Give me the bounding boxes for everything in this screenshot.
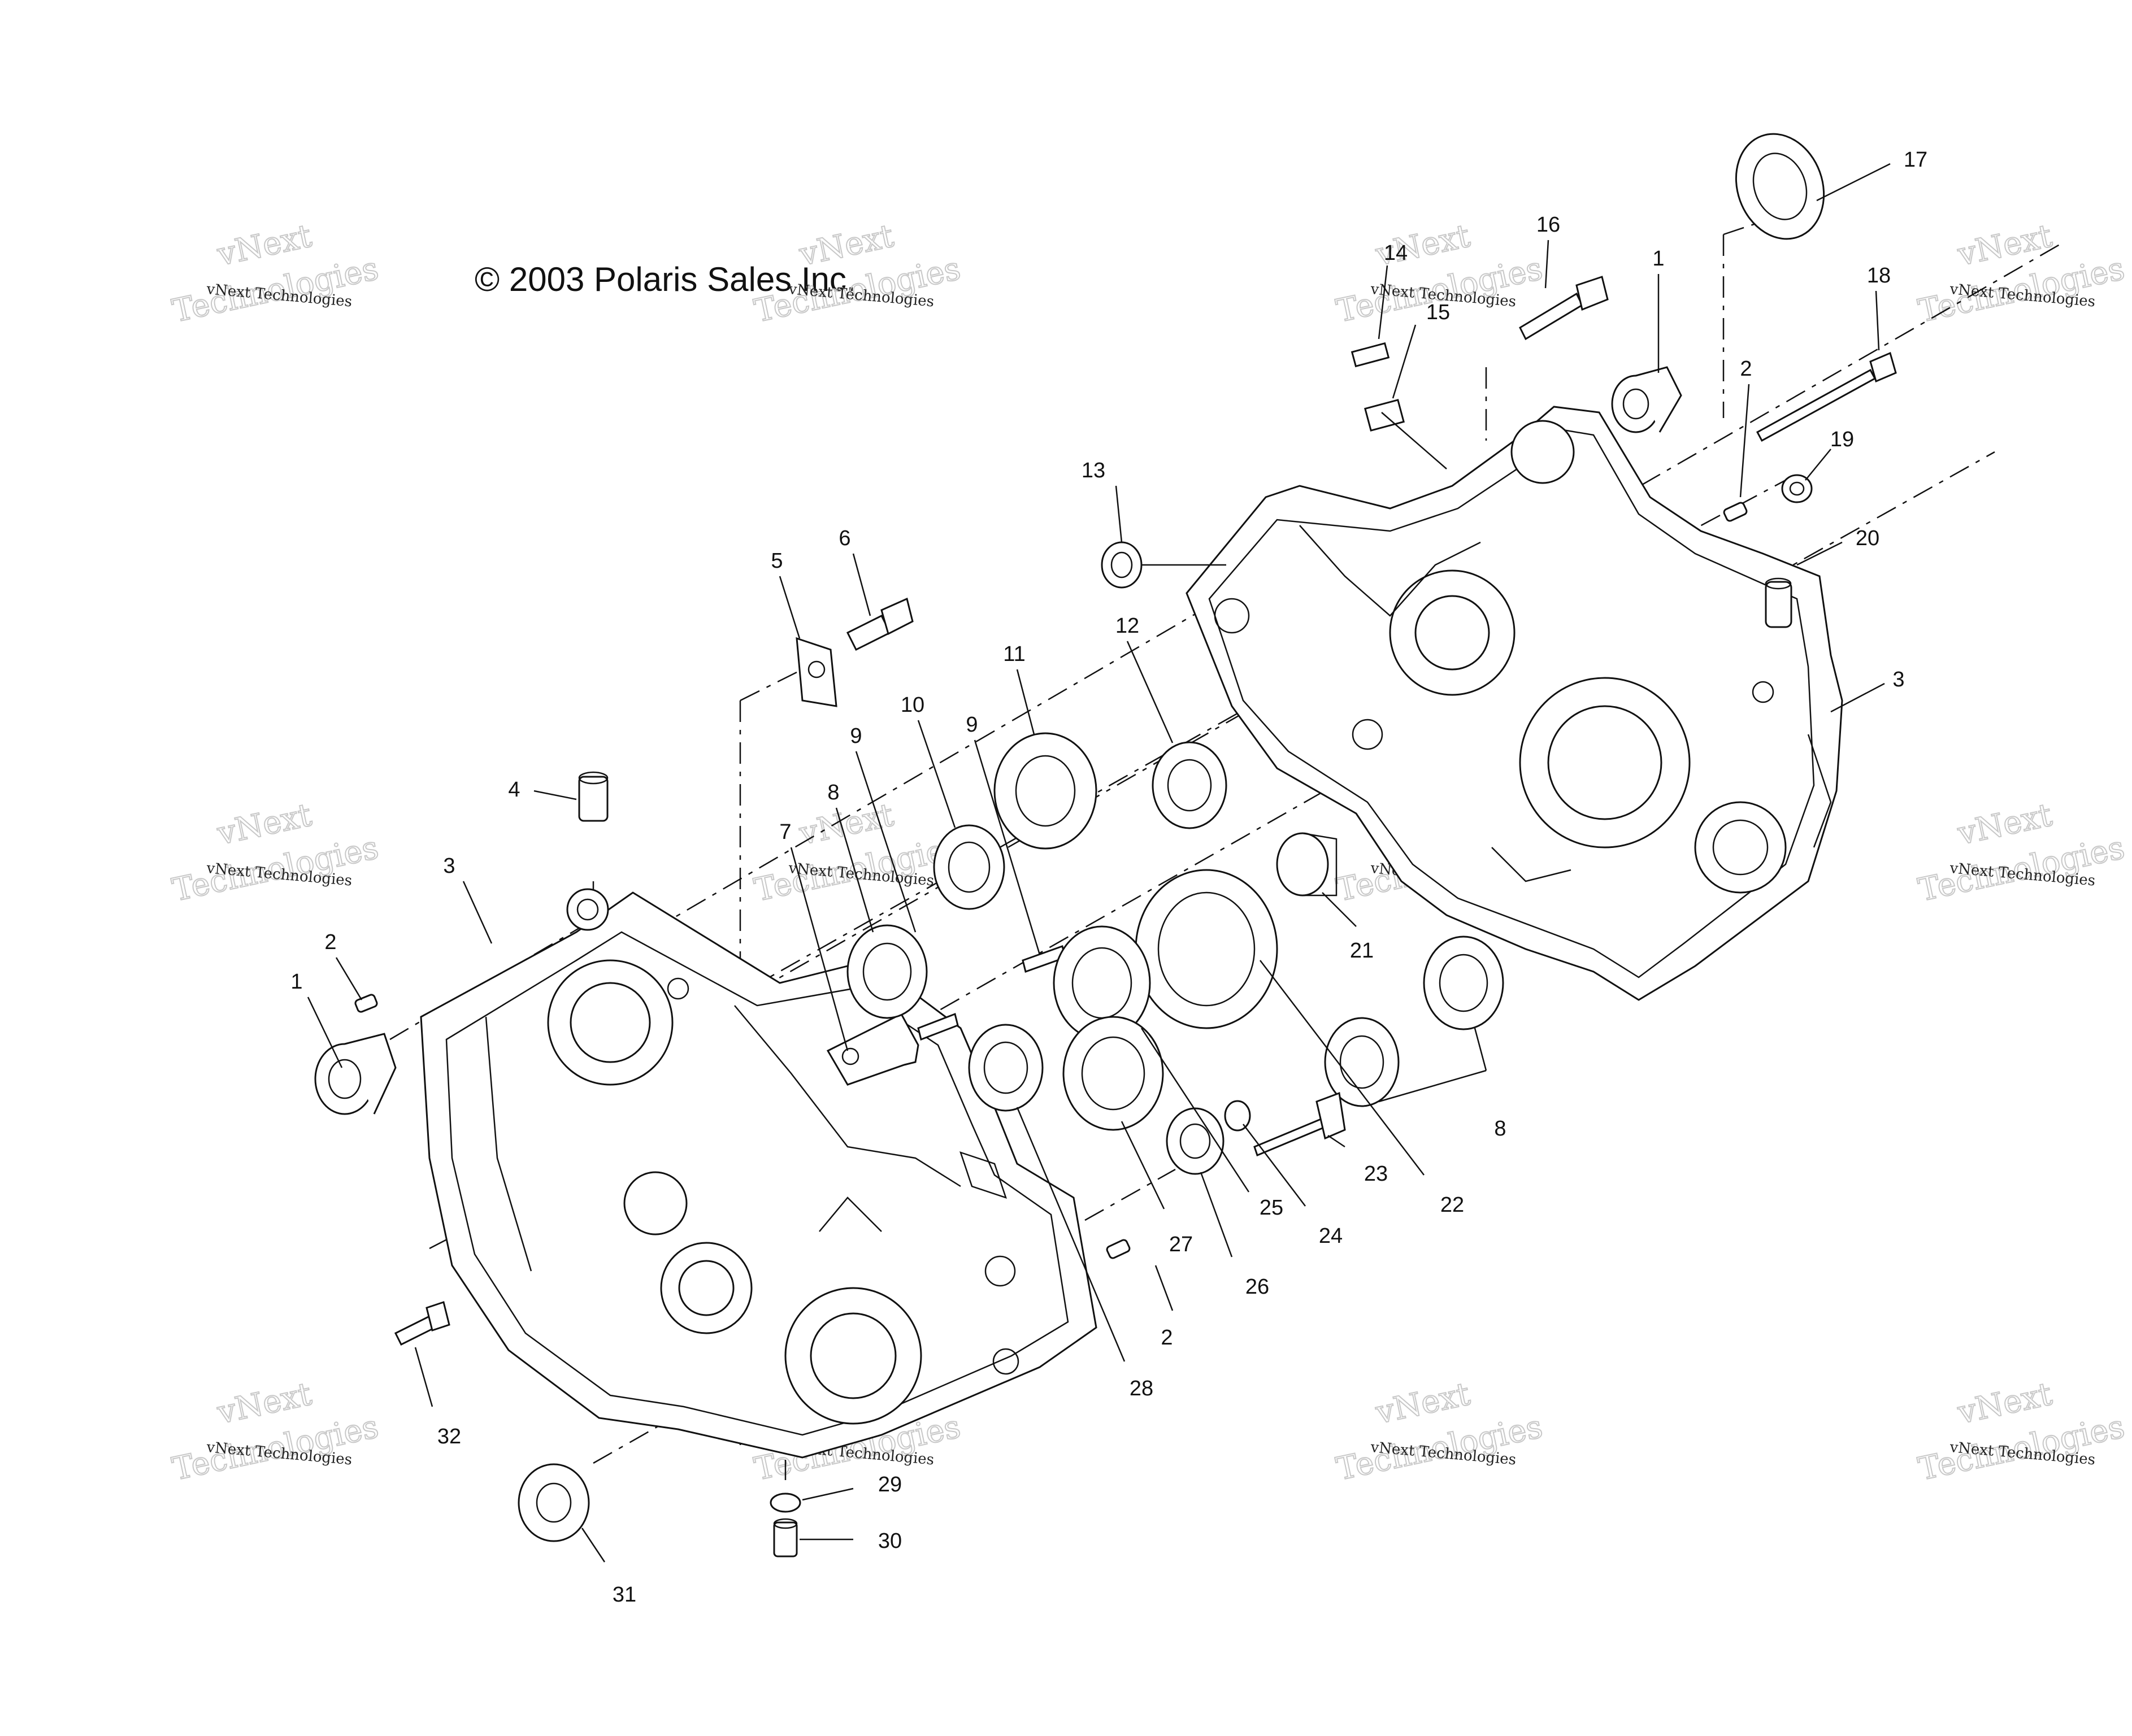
watermark: vNext Technologies vNext Technologies [1914, 796, 2128, 910]
callout-10: 10 [901, 693, 924, 717]
part-2-dowel-pin-right [1723, 502, 1748, 522]
part-1-bushing-right [1611, 366, 1682, 433]
callout-2-left: 2 [324, 930, 336, 954]
part-2-dowel-pin-left [354, 994, 378, 1013]
watermark-vnext: vNext [214, 1376, 315, 1432]
part-8-bearing-c [1423, 936, 1504, 1030]
watermark: vNext Technologies vNext Technologies [1914, 217, 2128, 330]
watermark-vnext: vNext [1372, 1376, 1473, 1432]
watermark-vnext: vNext [1954, 1376, 2055, 1432]
left-crankcase-half [420, 888, 1097, 1459]
part-10-bearing [933, 824, 1005, 910]
watermark: vNext Technologies vNext Technologies [168, 1375, 382, 1489]
callout-31: 31 [613, 1583, 636, 1607]
part-30-drain-plug [773, 1518, 798, 1557]
part-12-bearing [1152, 741, 1227, 829]
callout-20: 20 [1856, 527, 1879, 550]
callout-28: 28 [1130, 1377, 1153, 1400]
watermark-vnext: vNext [1954, 797, 2055, 852]
part-8-bearing-a [846, 924, 928, 1019]
callout-29: 29 [878, 1473, 902, 1496]
callout-24: 24 [1319, 1224, 1343, 1248]
callout-27: 27 [1169, 1233, 1193, 1256]
part-32-bolt [394, 1301, 450, 1346]
callout-18: 18 [1867, 264, 1891, 288]
callout-26: 26 [1245, 1275, 1269, 1299]
part-19-nut [1781, 474, 1813, 503]
callout-32: 32 [437, 1425, 461, 1448]
parts [314, 133, 1897, 1557]
watermark-vnext: vNext [214, 797, 315, 852]
callout-12: 12 [1115, 614, 1139, 638]
part-27-bearing [1062, 1016, 1164, 1131]
part-16-bolt [1519, 276, 1609, 341]
watermark-vnext: vNext [1954, 217, 2055, 273]
callout-9-right: 9 [966, 713, 978, 737]
callout-30: 30 [878, 1529, 902, 1553]
part-4-sleeve [578, 771, 609, 822]
callout-labels: 1 1 2 2 2 3 3 4 5 6 7 8 8 9 9 10 11 12 1… [290, 148, 1927, 1607]
callout-3-right: 3 [1892, 668, 1904, 691]
part-11-bearing [993, 732, 1097, 850]
callout-22: 22 [1440, 1193, 1464, 1217]
callout-23: 23 [1364, 1162, 1388, 1186]
part-18-long-bolt [1756, 351, 1897, 442]
part-21-sleeve [1276, 832, 1338, 897]
callout-4: 4 [508, 778, 520, 802]
copyright-text: © 2003 Polaris Sales Inc. [475, 260, 856, 298]
watermark: vNext Technologies vNext Technologies [750, 796, 964, 910]
part-28-bearing [968, 1024, 1044, 1112]
part-22-large-seal [1135, 869, 1278, 1029]
part-8-bearing-b [1324, 1017, 1400, 1107]
watermark: vNext Technologies vNext Technologies [168, 796, 382, 910]
callout-9-left: 9 [850, 724, 862, 748]
callout-6: 6 [839, 527, 850, 550]
part-5-bracket [796, 637, 837, 707]
watermark-group: vNext Technologies vNext Technologies vN… [168, 217, 2128, 1489]
callout-16: 16 [1536, 213, 1560, 237]
callout-5: 5 [771, 549, 783, 573]
callout-1-left: 1 [290, 970, 302, 994]
callout-7: 7 [779, 820, 791, 844]
callout-13: 13 [1082, 459, 1105, 482]
callout-1-right: 1 [1652, 247, 1664, 271]
callout-8-right: 8 [1494, 1117, 1506, 1141]
callout-17: 17 [1904, 148, 1927, 172]
callout-14: 14 [1384, 241, 1408, 265]
leader-lines [307, 163, 1891, 1563]
part-20-pin [1765, 577, 1792, 628]
part-17-oil-seal [1735, 133, 1825, 240]
right-crankcase-half [1186, 406, 1843, 1001]
part-6-bolt [846, 597, 914, 651]
callout-15: 15 [1426, 301, 1450, 324]
callout-19: 19 [1830, 428, 1854, 451]
part-13-plug [1101, 541, 1143, 589]
part-24-o-ring [1224, 1100, 1251, 1132]
watermark-vnext: vNext [214, 217, 315, 273]
part-9-screw-b [917, 1012, 959, 1041]
callout-11: 11 [1003, 642, 1025, 666]
watermark: vNext Technologies vNext Technologies [1914, 1375, 2128, 1489]
part-31-plug [518, 1463, 590, 1542]
callout-2-right: 2 [1740, 357, 1752, 381]
callout-8-left: 8 [827, 781, 839, 804]
part-29-washer [770, 1493, 801, 1513]
watermark: vNext Technologies vNext Technologies [168, 217, 382, 330]
callout-21: 21 [1350, 939, 1374, 963]
watermark: vNext Technologies vNext Technologies [1332, 1375, 1546, 1489]
part-2-dowel-pin-bottom [1106, 1239, 1131, 1259]
part-14-key [1351, 342, 1390, 368]
callout-3-left: 3 [443, 854, 455, 878]
callout-2-bottom: 2 [1161, 1326, 1173, 1350]
callout-25: 25 [1260, 1196, 1283, 1220]
part-26-bearing [1166, 1107, 1225, 1175]
part-23-sensor [1253, 1091, 1346, 1157]
part-1-bushing-left [314, 1033, 397, 1115]
